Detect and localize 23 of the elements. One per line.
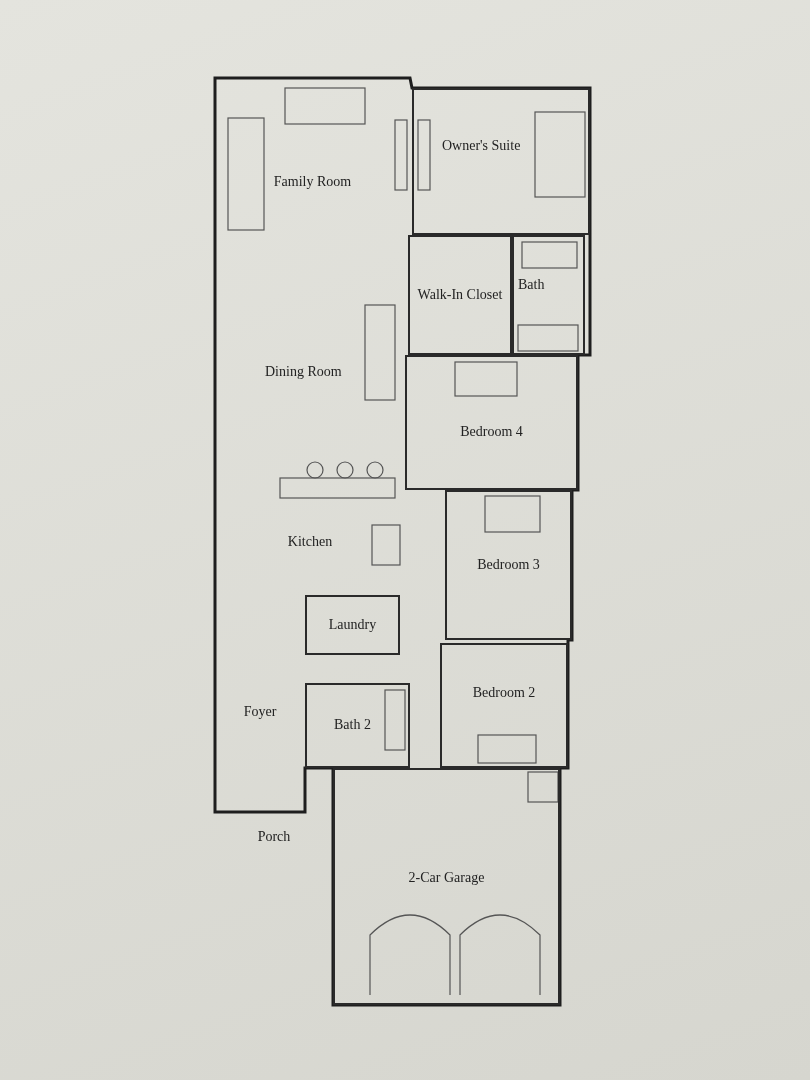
room-outline [305,595,400,655]
room-label: Bedroom 4 [460,424,523,441]
room-label: Walk-In Closet [417,286,503,304]
room-label: Owner's Suite [442,138,521,155]
room-label: Foyer [243,704,277,721]
room-label: Dining Room [265,364,342,381]
room-outline [408,235,512,355]
room-label: Kitchen [287,534,333,551]
room-label: Bedroom 2 [472,685,536,702]
room-outline [512,235,585,355]
room-label: Family Room [273,174,352,191]
room-label: Bedroom 3 [477,556,540,574]
room-label: Bath 2 [334,717,371,734]
room-label: Laundry [328,616,377,634]
room-label: Porch [257,828,291,846]
room-outline [445,490,572,640]
room-outline [405,355,578,490]
room-label: 2-Car Garage [408,870,485,887]
room-outline [412,88,590,235]
room-label: Bath [518,277,545,294]
room-outline [440,643,568,768]
room-outline [305,683,410,768]
room-outline [333,768,560,1005]
